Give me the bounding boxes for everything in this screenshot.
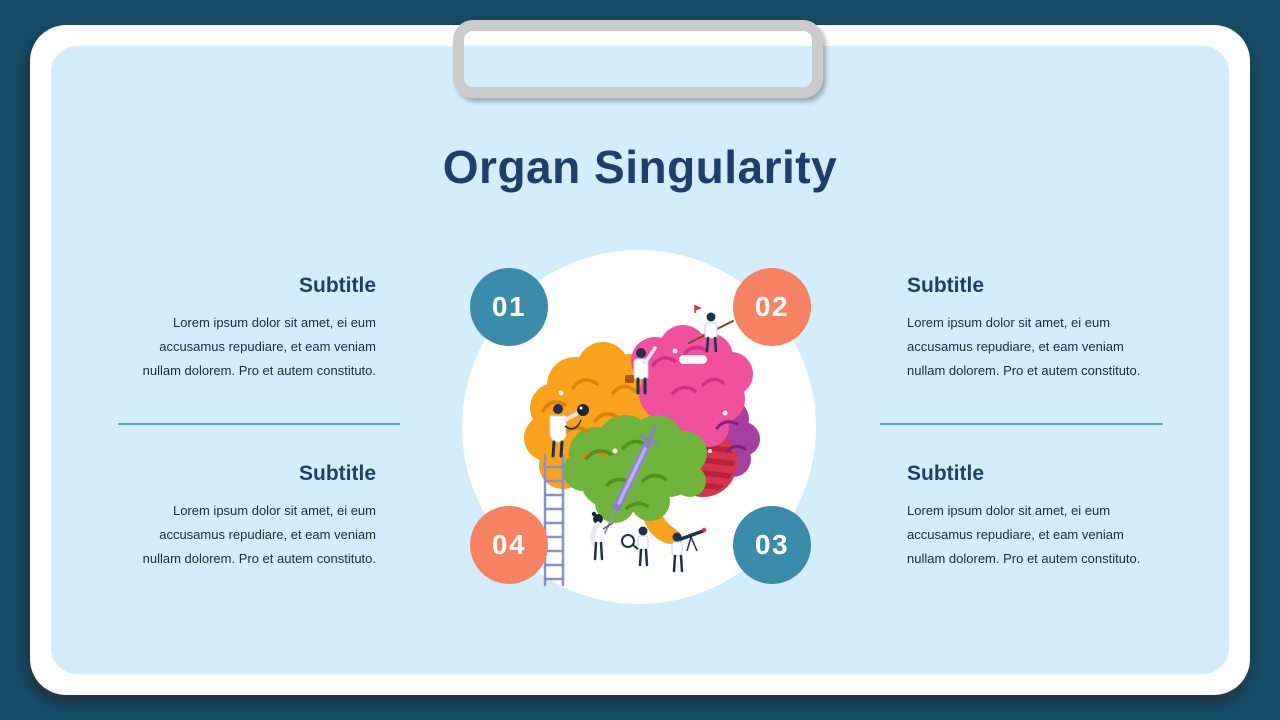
step-number: 04 xyxy=(491,529,527,560)
section-bottom-right: Subtitle Lorem ipsum dolor sit amet, ei … xyxy=(907,462,1159,571)
section-bottom-left: Subtitle Lorem ipsum dolor sit amet, ei … xyxy=(124,462,376,571)
brain-illustration xyxy=(524,305,760,587)
step-badge-03: 03 xyxy=(733,506,811,584)
section-heading: Subtitle xyxy=(299,462,376,485)
step-badge-01: 01 xyxy=(470,268,548,346)
section-top-left: Subtitle Lorem ipsum dolor sit amet, ei … xyxy=(124,274,376,383)
step-number: 02 xyxy=(754,291,790,322)
divider-right xyxy=(880,423,1163,425)
section-heading: Subtitle xyxy=(299,274,376,297)
step-badge-04: 04 xyxy=(470,506,548,584)
section-body: Lorem ipsum dolor sit amet, ei eum accus… xyxy=(907,503,1141,566)
slide-title: Organ Singularity xyxy=(442,141,838,193)
step-number: 03 xyxy=(754,529,790,560)
step-badge-02: 02 xyxy=(733,268,811,346)
section-body: Lorem ipsum dolor sit amet, ei eum accus… xyxy=(142,503,376,566)
section-body: Lorem ipsum dolor sit amet, ei eum accus… xyxy=(142,315,376,378)
divider-left xyxy=(118,423,400,425)
clip-tab xyxy=(453,20,823,98)
section-heading: Subtitle xyxy=(907,274,984,297)
section-heading: Subtitle xyxy=(907,462,984,485)
section-top-right: Subtitle Lorem ipsum dolor sit amet, ei … xyxy=(907,274,1159,383)
section-body: Lorem ipsum dolor sit amet, ei eum accus… xyxy=(907,315,1141,378)
step-number: 01 xyxy=(491,291,527,322)
